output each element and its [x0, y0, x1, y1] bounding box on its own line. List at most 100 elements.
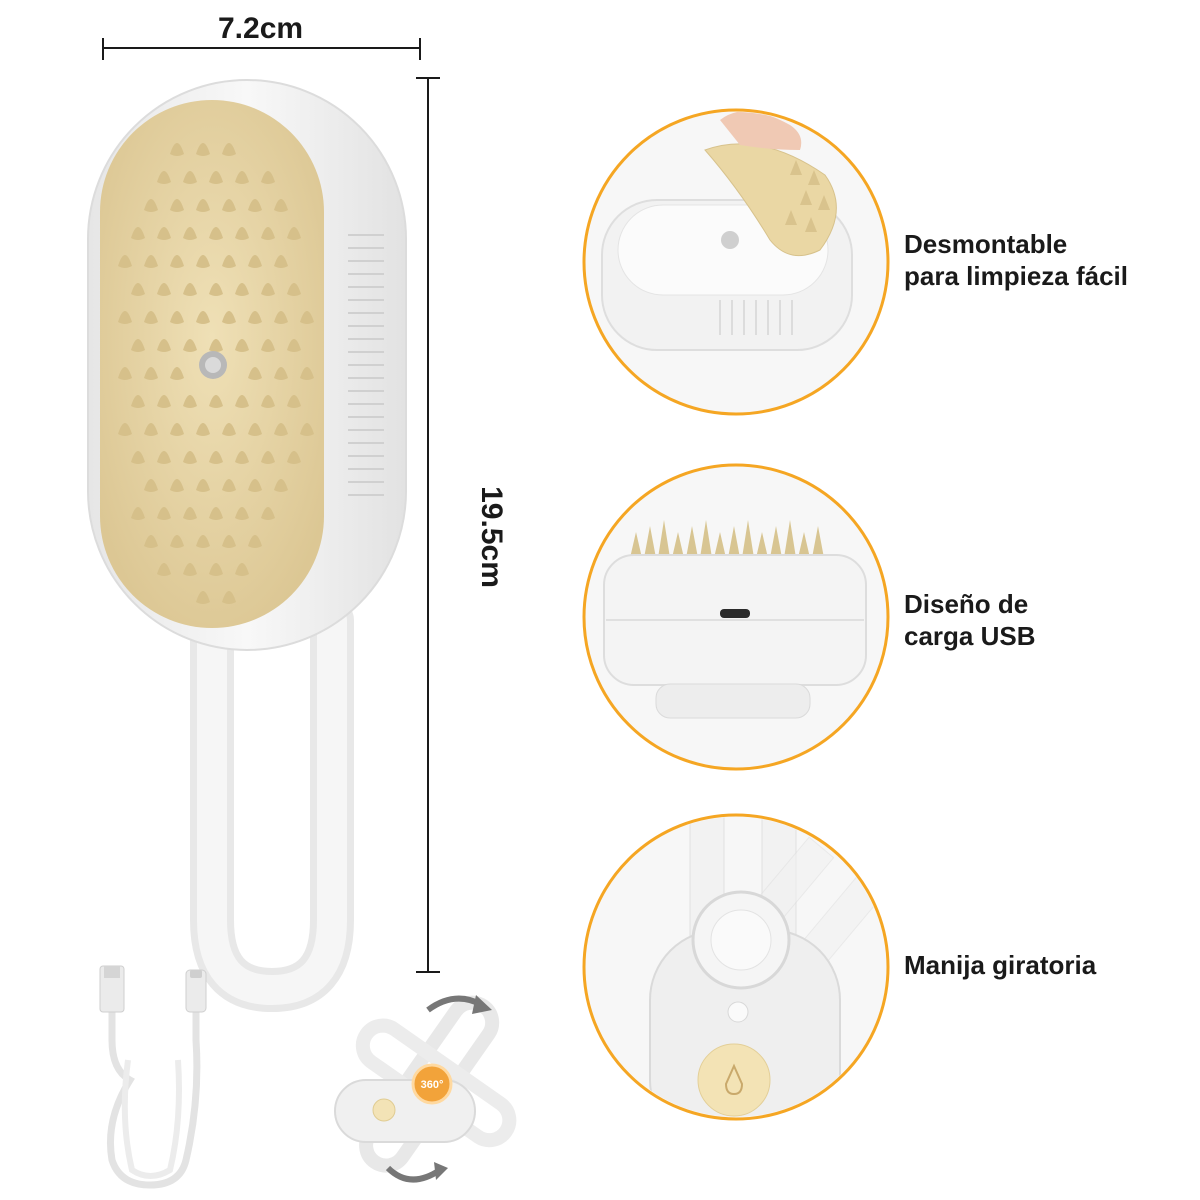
bristle — [183, 507, 197, 520]
bristle — [261, 395, 275, 408]
bristle — [209, 507, 223, 520]
bristle — [261, 339, 275, 352]
bristle — [196, 479, 210, 492]
bristle — [300, 367, 314, 380]
bristle — [287, 227, 301, 240]
bristle — [235, 451, 249, 464]
bristle — [209, 451, 223, 464]
bristle — [183, 283, 197, 296]
rotation-badge-label: 360° — [421, 1079, 444, 1091]
bristle — [196, 591, 210, 604]
bristle — [274, 255, 288, 268]
bristle — [248, 367, 262, 380]
bristle — [131, 395, 145, 408]
bristle — [222, 479, 236, 492]
bristle — [235, 171, 249, 184]
bristle — [248, 311, 262, 324]
bristle — [118, 311, 132, 324]
bristle — [196, 535, 210, 548]
bristle — [157, 227, 171, 240]
bristle — [157, 339, 171, 352]
bristle — [170, 535, 184, 548]
bristle — [209, 563, 223, 576]
bristle — [157, 563, 171, 576]
bristle — [235, 227, 249, 240]
bristle — [118, 367, 132, 380]
bristle — [287, 339, 301, 352]
grip-ridges — [348, 234, 384, 496]
bristle — [157, 451, 171, 464]
bristle — [222, 591, 236, 604]
bristle — [170, 255, 184, 268]
usb-port-icon — [720, 609, 750, 618]
usb-cable — [99, 965, 207, 1189]
bristle — [157, 507, 171, 520]
bristle — [261, 227, 275, 240]
bristle — [287, 395, 301, 408]
bristle — [170, 311, 184, 324]
bristle — [170, 479, 184, 492]
bristle — [209, 339, 223, 352]
bristle — [235, 507, 249, 520]
bristle — [261, 171, 275, 184]
bristle — [196, 423, 210, 436]
bristle — [248, 255, 262, 268]
bristle — [196, 199, 210, 212]
width-label: 7.2cm — [218, 12, 304, 45]
bristle — [248, 479, 262, 492]
bristle — [144, 311, 158, 324]
feature-label-handle: Manija giratoria — [904, 950, 1097, 980]
bristle — [183, 171, 197, 184]
bristle — [274, 479, 288, 492]
bristle-grid — [118, 143, 314, 604]
bristle — [658, 520, 670, 558]
bristle — [274, 199, 288, 212]
bristle — [274, 367, 288, 380]
bristle — [183, 227, 197, 240]
bristle — [144, 367, 158, 380]
bristle — [144, 479, 158, 492]
rotate-arrow-icon — [385, 1165, 442, 1183]
bristle — [222, 535, 236, 548]
brush-body — [87, 79, 407, 651]
bristle — [222, 423, 236, 436]
bristle — [209, 283, 223, 296]
bristle — [261, 283, 275, 296]
bristle — [144, 199, 158, 212]
bristle — [770, 526, 782, 558]
feature-circle-usb — [582, 463, 890, 771]
bristle — [183, 395, 197, 408]
bristle — [144, 423, 158, 436]
bristle — [183, 339, 197, 352]
bristle — [131, 339, 145, 352]
bristle — [812, 526, 824, 558]
bristle — [170, 199, 184, 212]
bristle — [700, 520, 712, 558]
bristle — [728, 526, 740, 558]
feature-label-detachable: Desmontable para limpieza fácil — [904, 229, 1128, 291]
bristle — [248, 423, 262, 436]
bristle — [248, 199, 262, 212]
bristle — [196, 143, 210, 156]
feature-circle-detachable — [582, 108, 890, 416]
rotation-diagram: 360° — [334, 995, 517, 1183]
bristle — [248, 535, 262, 548]
bristle — [144, 535, 158, 548]
bristle — [742, 520, 754, 558]
bristle — [209, 395, 223, 408]
bristle — [261, 507, 275, 520]
bristle — [209, 171, 223, 184]
bristle — [170, 367, 184, 380]
bristle — [235, 563, 249, 576]
bristle — [157, 171, 171, 184]
bristle — [209, 227, 223, 240]
bristle — [672, 532, 684, 558]
bristle — [714, 532, 726, 558]
bristle — [300, 311, 314, 324]
rotation-badge — [411, 1063, 453, 1105]
bristle — [157, 395, 171, 408]
bristle — [274, 311, 288, 324]
bristle — [144, 255, 158, 268]
bristle — [170, 423, 184, 436]
